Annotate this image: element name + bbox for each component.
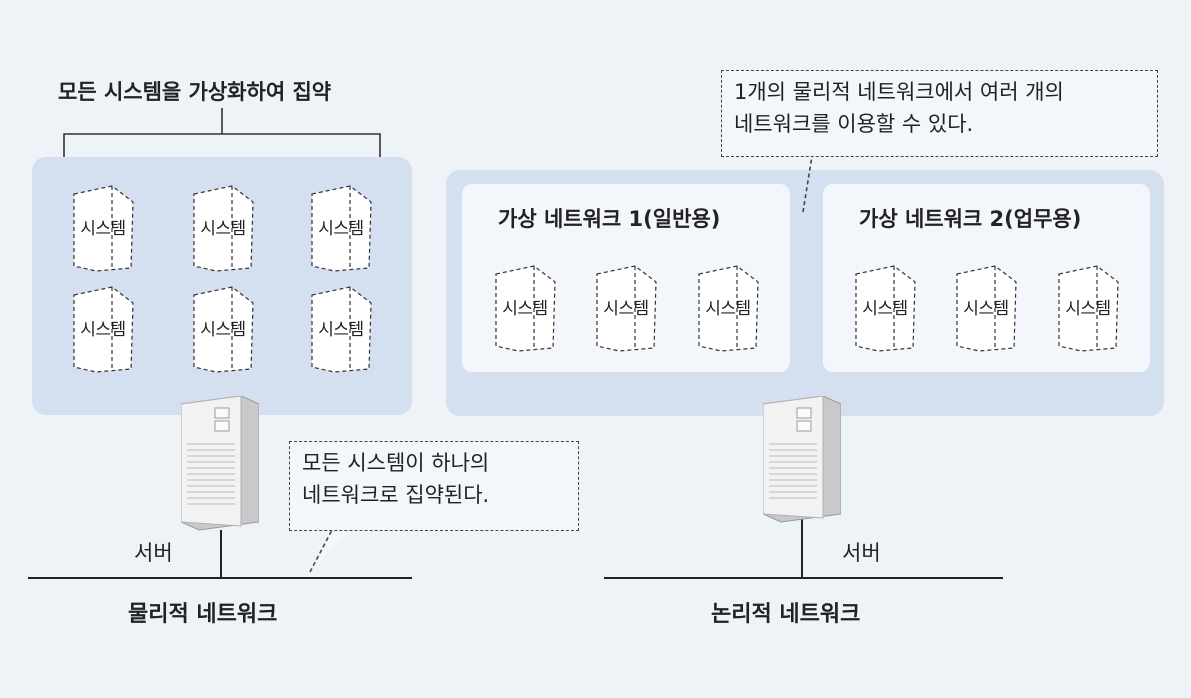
server-icon — [180, 395, 260, 536]
system-label: 시스템 — [502, 299, 548, 319]
system-box: 시스템 — [308, 183, 374, 273]
system-box: 시스템 — [492, 263, 558, 353]
system-box: 시스템 — [70, 284, 136, 374]
callout-line: 1개의 물리적 네트워크에서 여러 개의 — [734, 80, 1064, 104]
physical-network-label: 물리적 네트워크 — [128, 602, 278, 627]
server-icon — [762, 395, 842, 536]
system-box: 시스템 — [953, 263, 1019, 353]
system-box: 시스템 — [852, 263, 918, 353]
callout-line: 네트워크로 집약된다. — [302, 482, 490, 507]
system-label: 시스템 — [80, 219, 126, 239]
logical-callout: 1개의 물리적 네트워크에서 여러 개의 네트워크를 이용할 수 있다. — [721, 70, 1158, 157]
system-label: 시스템 — [318, 320, 364, 340]
physical-title: 모든 시스템을 가상화하여 집약 — [58, 80, 332, 104]
system-box: 시스템 — [70, 183, 136, 273]
callout-line: 모든 시스템이 하나의 — [302, 451, 490, 475]
system-box: 시스템 — [308, 284, 374, 374]
system-label: 시스템 — [603, 299, 649, 319]
system-label: 시스템 — [80, 320, 126, 340]
system-label: 시스템 — [318, 219, 364, 239]
callout-line: 네트워크를 이용할 수 있다. — [734, 111, 974, 136]
system-label: 시스템 — [1065, 299, 1111, 319]
system-box: 시스템 — [695, 263, 761, 353]
system-label: 시스템 — [963, 299, 1009, 319]
system-box: 시스템 — [190, 284, 256, 374]
vnet1-title: 가상 네트워크 1(일반용) — [498, 207, 721, 231]
system-box: 시스템 — [1055, 263, 1121, 353]
system-box: 시스템 — [190, 183, 256, 273]
system-label: 시스템 — [862, 299, 908, 319]
server-label: 서버 — [134, 541, 173, 565]
logical-network-label: 논리적 네트워크 — [711, 602, 861, 627]
system-label: 시스템 — [200, 320, 246, 340]
vnet2-title: 가상 네트워크 2(업무용) — [859, 207, 1082, 231]
physical-callout: 모든 시스템이 하나의 네트워크로 집약된다. — [289, 441, 579, 531]
system-box: 시스템 — [593, 263, 659, 353]
server-label: 서버 — [842, 541, 881, 565]
system-label: 시스템 — [200, 219, 246, 239]
system-label: 시스템 — [705, 299, 751, 319]
